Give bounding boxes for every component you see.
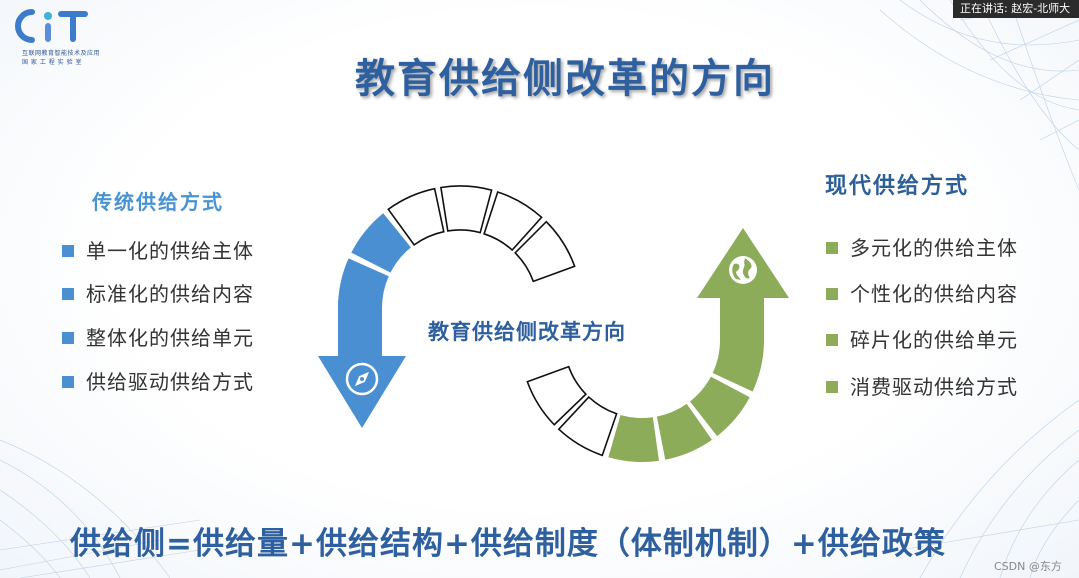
center-label: 教育供给侧改革方向 [428, 320, 626, 344]
arc-segment [608, 414, 659, 462]
csdn-watermark: CSDN @东方 [994, 560, 1062, 573]
modern-item: 多元化的供给主体 [826, 232, 1018, 261]
traditional-item: 供给驱动供给方式 [62, 366, 254, 395]
traditional-item: 单一化的供给主体 [62, 235, 254, 264]
traditional-item: 整体化的供给单元 [62, 322, 254, 351]
cit-logo: 互联网教育智能技术及应用 国 家 工 程 实 验 室 [10, 6, 120, 72]
bullet-square [62, 288, 74, 300]
green-arrow-shaft [720, 296, 764, 344]
arc-segment [351, 213, 411, 273]
supply-side-formula: 供给侧=供给量+供给结构+供给制度（体制机制）+供给政策 [70, 526, 946, 562]
bullet-square [826, 288, 838, 300]
arc-segment [338, 258, 389, 308]
arc-segment [712, 340, 764, 392]
bullet-square [62, 245, 74, 257]
traditional-supply-heading: 传统供给方式 [92, 190, 224, 214]
bullet-square [826, 381, 838, 393]
arc-segment [690, 376, 750, 437]
traditional-item: 标准化的供给内容 [62, 278, 254, 307]
arc-segment [439, 185, 493, 234]
arc-segment [557, 395, 618, 457]
logo-line-1: 互联网教育智能技术及应用 [22, 50, 101, 57]
bullet-square [62, 332, 74, 344]
bullet-square [826, 334, 838, 346]
slide-title: 教育供给侧改革的方向 [355, 56, 775, 102]
modern-item: 消费驱动供给方式 [826, 371, 1018, 400]
modern-item: 碎片化的供给单元 [826, 324, 1018, 353]
blue-arrow-shaft [338, 300, 382, 358]
arc-segment [514, 220, 576, 283]
blue-down-arrow [318, 356, 406, 428]
logo-line-2: 国 家 工 程 实 验 室 [22, 59, 82, 66]
speaker-banner: 正在讲话: 赵宏-北师大 [953, 0, 1079, 18]
arc-segment [656, 403, 712, 460]
bullet-square [826, 242, 838, 254]
modern-item: 个性化的供给内容 [826, 278, 1018, 307]
compass-icon [345, 362, 379, 396]
bullet-square [62, 376, 74, 388]
arc-segment [387, 187, 445, 247]
arc-segment [526, 365, 588, 426]
cit-logo-mark [15, 9, 88, 43]
modern-supply-heading: 现代供给方式 [825, 174, 970, 199]
globe-icon [729, 256, 757, 284]
arc-segment [483, 190, 543, 252]
